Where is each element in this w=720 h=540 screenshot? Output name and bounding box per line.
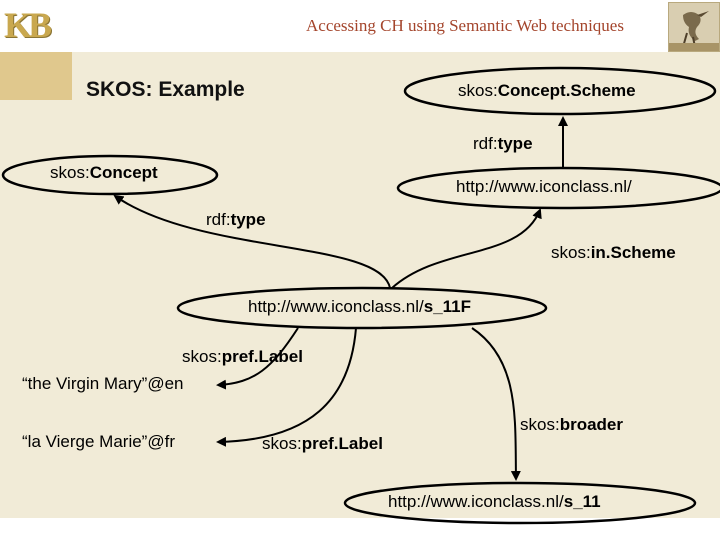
concept-label: skos:Concept <box>50 163 158 182</box>
s11-label: http://www.iconclass.nl/s_11 <box>388 492 601 511</box>
pref-label-fr-label: skos:pref.Label <box>262 434 383 453</box>
concept-scheme-ellipse <box>403 66 717 116</box>
broader-label: skos:broader <box>520 415 623 434</box>
title-accent-block <box>0 52 72 100</box>
iconclass-root-label: http://www.iconclass.nl/ <box>456 177 632 196</box>
literal-en-label: “the Virgin Mary”@en <box>22 374 184 393</box>
pref-label-fr-edge <box>216 327 357 447</box>
s11f-ellipse <box>176 286 548 330</box>
bird-image <box>668 2 720 52</box>
concept-ellipse <box>1 154 219 196</box>
header-band <box>0 0 720 52</box>
rdf-type-concept-label: rdf:type <box>206 210 266 229</box>
s11f-label: http://www.iconclass.nl/s_11F <box>248 297 472 316</box>
rdf-type-concept-edge <box>113 194 391 289</box>
slide-title: SKOS: Example <box>86 78 245 101</box>
iconclass-root-ellipse <box>396 166 720 210</box>
content-background <box>0 52 720 518</box>
broader-edge <box>471 327 521 481</box>
pref-label-en-label: skos:pref.Label <box>182 347 303 366</box>
kb-logo: KB <box>4 5 52 45</box>
in-scheme-edge <box>391 208 542 289</box>
literal-fr-label: “la Vierge Marie”@fr <box>22 432 175 451</box>
rdf-type-scheme-label: rdf:type <box>473 134 533 153</box>
concept-scheme-label: skos:Concept.Scheme <box>458 81 636 100</box>
header-title: Accessing CH using Semantic Web techniqu… <box>306 16 624 35</box>
in-scheme-label: skos:in.Scheme <box>551 243 676 262</box>
s11-ellipse <box>343 481 697 525</box>
pref-label-en-edge <box>216 327 299 390</box>
